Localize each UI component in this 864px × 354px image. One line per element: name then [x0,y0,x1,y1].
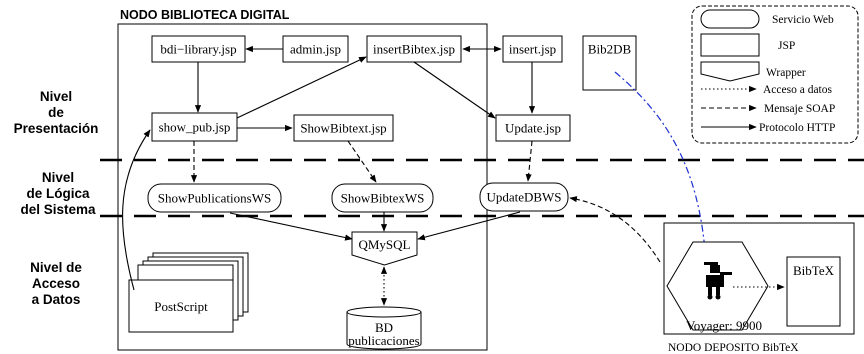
legend-frame [691,5,859,144]
bibtex-label: BibTeX [793,263,835,278]
database-label-line-1: BD [375,320,393,335]
legend-soap-label: Mensaje SOAP [764,103,835,115]
jsp-insert-bibtex: insertBibtex.jsp [366,35,462,63]
jsp-insert-bibtex-label: insertBibtex.jsp [373,42,455,57]
level-presentation-line-1: Nivel [40,89,72,104]
http-update-db-to-wrapper [417,211,521,241]
robot-agent-icon [704,262,732,300]
level-data-label: Nivel de Acceso a Datos [30,260,82,307]
ws-show-bibtex-label: ShowBibtexWS [341,191,425,206]
http-postscript-to-show-pub [122,129,151,291]
level-data-line-1: Nivel de [30,260,82,275]
jsp-insert: insert.jsp [502,35,563,63]
http-show-publications-to-wrapper [229,212,353,241]
wrapper-qmysql-label: QMySQL [358,237,410,252]
legend: Servicio Web JSP Wrapper Acceso a datos … [691,5,859,144]
jsp-update-label: Update.jsp [505,121,561,136]
jsp-bib2db: Bib2DB [582,35,637,91]
level-data-line-2: Acceso [32,276,80,291]
bibtex-document [786,256,841,327]
soap-show-bibtext-to-ws [347,140,377,183]
ws-update-db-label: UpdateDBWS [486,190,561,205]
jsp-insert-label: insert.jsp [509,42,556,57]
ws-update-db: UpdateDBWS [479,182,569,212]
postscript-label: PostScript [154,299,208,314]
legend-jsp-label: JSP [778,40,795,52]
legend-web-service-label: Servicio Web [772,14,834,26]
node-title: NODO BIBLIOTECA DIGITAL [120,8,290,22]
level-presentation-line-3: Presentación [14,121,99,136]
level-logic-line-1: Nivel [42,170,74,185]
database-publicaciones: BD publicaciones [346,306,422,350]
agent-link-bib2db-to-voyager [614,71,709,265]
level-presentation-label: Nivel de Presentación [14,89,99,136]
jsp-show-pub-label: show_pub.jsp [159,120,231,135]
ws-show-bibtex: ShowBibtexWS [331,183,434,213]
http-connections [122,45,536,291]
legend-data-access-label: Acceso a datos [763,84,832,96]
deposit-node-frame [663,222,855,335]
soap-deposit-to-update-db [569,196,661,263]
database-label-line-2: publicaciones [348,333,419,348]
level-logic-line-3: del Sistema [20,202,96,217]
postscript-documents: PostScript [128,252,249,333]
deposit-node-title: NODO DEPOSITO BibTeX [668,342,799,354]
ws-show-publications: ShowPublicationsWS [147,183,282,213]
legend-web-service-symbol [700,9,760,29]
voyager-label: Voyager: 9900 [686,318,762,333]
jsp-admin: admin.jsp [282,35,349,63]
http-insert-bibtex-to-update [413,61,496,119]
soap-update-to-ws [525,140,533,182]
soap-connections [190,140,661,263]
level-data-line-3: a Datos [32,292,81,307]
deposit-node: BibTeX Voyager: 9900 NODO DEPOSITO BibTe… [663,222,855,354]
ws-show-publications-label: ShowPublicationsWS [158,191,271,206]
legend-jsp-symbol [700,33,760,57]
jsp-show-bibtext: ShowBibtext.jsp [293,114,394,142]
jsp-bdi-library-label: bdi−library.jsp [160,42,236,57]
jsp-update: Update.jsp [495,114,571,142]
jsp-show-pub: show_pub.jsp [151,112,238,142]
http-show-pub-to-insert-bibtex [236,56,367,119]
legend-wrapper-label: Wrapper [766,67,806,79]
jsp-admin-label: admin.jsp [290,42,341,57]
level-logic-line-2: de Lógica [26,186,90,201]
legend-http-label: Protocolo HTTP [759,122,835,134]
jsp-bib2db-label: Bib2DB [588,42,632,57]
level-presentation-line-2: de [48,105,64,120]
jsp-show-bibtext-label: ShowBibtext.jsp [300,121,386,136]
legend-wrapper-symbol [700,61,760,82]
jsp-bdi-library: bdi−library.jsp [151,35,246,63]
level-logic-label: Nivel de Lógica del Sistema [20,170,96,217]
wrapper-qmysql: QMySQL [351,231,418,266]
